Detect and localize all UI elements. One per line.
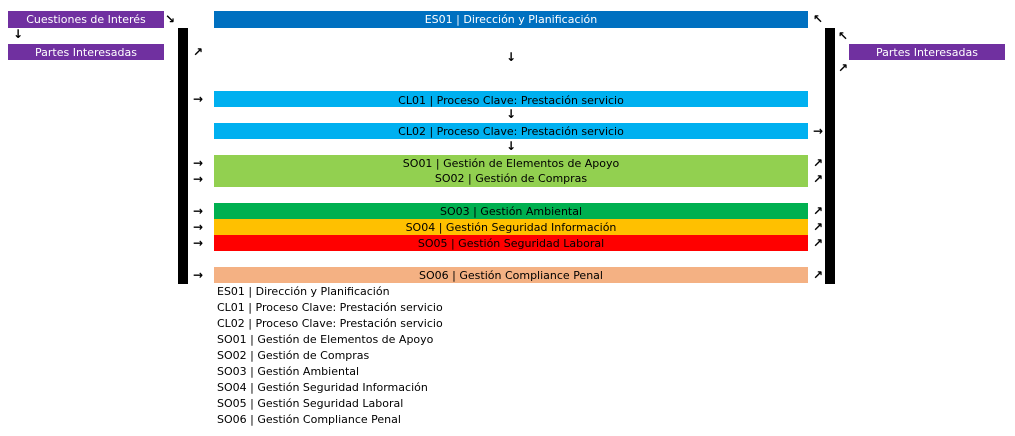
process-so04-label: SO04 | Gestión Seguridad Información xyxy=(405,220,617,234)
process-so01-so02[interactable]: SO01 | Gestión de Elementos de Apoyo SO0… xyxy=(214,155,808,187)
arrow-right-icon: → xyxy=(192,220,204,234)
partes-interesadas-right-label: Partes Interesadas xyxy=(876,45,978,59)
process-so01-label: SO01 | Gestión de Elementos de Apoyo xyxy=(402,157,620,170)
process-legend: ES01 | Dirección y Planificación CL01 | … xyxy=(217,284,443,428)
arrow-up-left-icon: ↖ xyxy=(837,29,849,43)
arrow-down-icon: ↓ xyxy=(505,107,517,121)
process-so06[interactable]: SO06 | Gestión Compliance Penal xyxy=(214,267,808,283)
arrow-down-icon: ↓ xyxy=(12,27,24,41)
cuestiones-interes-label: Cuestiones de Interés xyxy=(26,13,146,26)
process-es01-label: ES01 | Dirección y Planificación xyxy=(424,13,598,26)
arrow-right-icon: → xyxy=(192,92,204,106)
arrow-up-right-icon: ↗ xyxy=(812,220,824,234)
legend-item: CL01 | Proceso Clave: Prestación servici… xyxy=(217,301,443,314)
legend-item: SO06 | Gestión Compliance Penal xyxy=(217,413,401,426)
partes-interesadas-right-box[interactable]: Partes Interesadas xyxy=(849,44,1005,60)
cuestiones-interes-box[interactable]: Cuestiones de Interés xyxy=(8,11,164,28)
arrow-up-right-icon: ↗ xyxy=(812,236,824,250)
arrow-up-right-icon: ↗ xyxy=(812,204,824,218)
arrow-right-icon: → xyxy=(812,124,824,138)
arrow-up-right-icon: ↗ xyxy=(812,156,824,170)
arrow-down-icon: ↓ xyxy=(505,139,517,153)
arrow-right-icon: → xyxy=(192,268,204,282)
partes-interesadas-left-label: Partes Interesadas xyxy=(35,45,137,59)
legend-item: SO04 | Gestión Seguridad Información xyxy=(217,381,428,394)
process-cl01[interactable]: CL01 | Proceso Clave: Prestación servici… xyxy=(214,91,808,107)
arrow-right-icon: → xyxy=(192,172,204,186)
arrow-up-right-icon: ↗ xyxy=(837,61,849,75)
legend-item: CL02 | Proceso Clave: Prestación servici… xyxy=(217,317,443,330)
process-cl01-label: CL01 | Proceso Clave: Prestación servici… xyxy=(398,94,624,107)
arrow-right-icon: → xyxy=(192,236,204,250)
partes-interesadas-left-box[interactable]: Partes Interesadas xyxy=(8,44,164,60)
process-so03-label: SO03 | Gestión Ambiental xyxy=(439,204,583,218)
process-so05-label: SO05 | Gestión Seguridad Laboral xyxy=(417,236,605,250)
arrow-up-left-icon: ↖ xyxy=(812,12,824,26)
process-cl02-label: CL02 | Proceso Clave: Prestación servici… xyxy=(398,124,624,138)
legend-item: SO02 | Gestión de Compras xyxy=(217,349,370,362)
process-so03[interactable]: SO03 | Gestión Ambiental xyxy=(214,203,808,219)
legend-item: SO05 | Gestión Seguridad Laboral xyxy=(217,397,404,410)
left-input-bar xyxy=(178,28,188,284)
arrow-up-right-icon: ↗ xyxy=(812,268,824,282)
legend-item: ES01 | Dirección y Planificación xyxy=(217,285,390,298)
process-so02-label: SO02 | Gestión de Compras xyxy=(434,172,588,185)
legend-item: SO01 | Gestión de Elementos de Apoyo xyxy=(217,333,434,346)
process-so06-label: SO06 | Gestión Compliance Penal xyxy=(419,268,603,282)
arrow-down-right-icon: ↘ xyxy=(164,12,176,26)
process-cl02[interactable]: CL02 | Proceso Clave: Prestación servici… xyxy=(214,123,808,139)
arrow-right-icon: → xyxy=(192,156,204,170)
arrow-down-icon: ↓ xyxy=(505,50,517,64)
right-output-bar xyxy=(825,28,835,284)
process-so05[interactable]: SO05 | Gestión Seguridad Laboral xyxy=(214,235,808,251)
arrow-up-right-icon: ↗ xyxy=(812,172,824,186)
arrow-right-icon: → xyxy=(192,204,204,218)
process-es01[interactable]: ES01 | Dirección y Planificación xyxy=(214,11,808,28)
process-so04[interactable]: SO04 | Gestión Seguridad Información xyxy=(214,219,808,235)
legend-item: SO03 | Gestión Ambiental xyxy=(217,365,360,378)
arrow-up-right-icon: ↗ xyxy=(192,45,204,59)
